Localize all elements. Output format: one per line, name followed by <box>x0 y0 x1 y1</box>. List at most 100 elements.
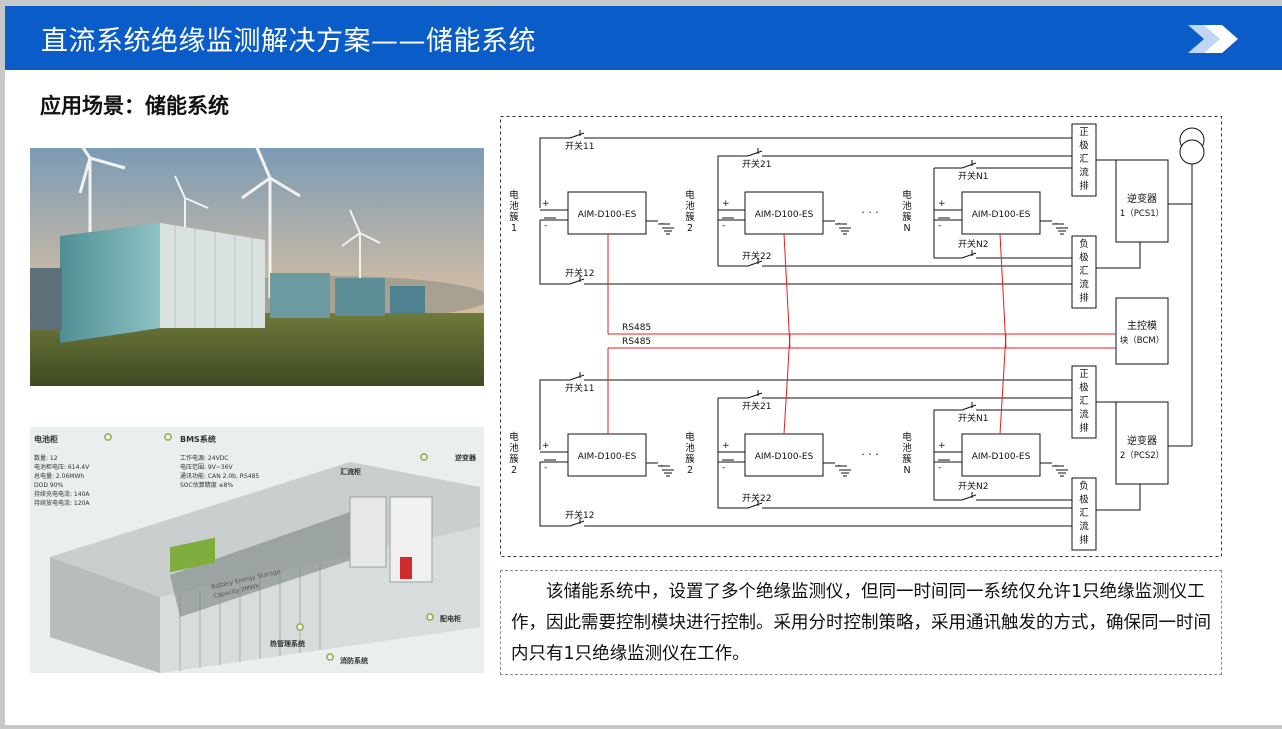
negative-bus-label: 流 <box>1079 521 1089 533</box>
positive-bus-label: 汇 <box>1079 154 1089 165</box>
aim-d100-es-device <box>744 191 824 235</box>
cluster-label: N <box>903 465 910 476</box>
battery-cabinet-line: 数量: 12 <box>34 454 58 462</box>
frame-top <box>0 0 1282 6</box>
cluster-label: 2 <box>511 465 517 476</box>
battery-cabinet-line: 电池柜电压: 614.4V <box>34 463 90 471</box>
inverter-label: 逆变器 <box>1127 434 1157 447</box>
bms-line: 电压范围: 9V~36V <box>180 463 234 471</box>
device-label: AIM-D100-ES <box>755 452 814 462</box>
cluster-label: 池 <box>902 442 912 454</box>
rs485-line <box>999 233 1007 349</box>
minus-sign: - <box>544 221 547 231</box>
ground-symbol-icon <box>1052 465 1068 477</box>
description-text: 该储能系统中，设置了多个绝缘监测仪，但同一时间同一系统仅允许1只绝缘监测仪工作，… <box>511 582 1211 664</box>
switch-label: 开关22 <box>742 492 771 504</box>
battery-cabinet-line: DOD 90% <box>34 482 64 489</box>
callout-combiner: 汇流柜 <box>340 467 361 476</box>
plus-sign: + <box>542 441 550 451</box>
bms-line: SOC估算精度 ≤8% <box>180 481 233 489</box>
transformer-symbol-icon <box>1179 139 1205 165</box>
cluster-label: 电 <box>509 431 519 443</box>
callout-fire: 消防系统 <box>340 656 368 665</box>
positive-bus-label: 流 <box>1079 167 1089 179</box>
positive-bus-label: 正 <box>1079 127 1089 138</box>
ground-symbol-icon <box>658 465 674 477</box>
cluster-label: 池 <box>902 200 912 212</box>
controller-bcm-box <box>1115 297 1169 365</box>
switch-blade <box>569 374 585 381</box>
title-bar: 直流系统绝缘监测解决方案——储能系统 <box>5 6 1282 70</box>
cluster-label: 电 <box>685 189 695 201</box>
cluster-label: 池 <box>509 442 519 454</box>
device-label: AIM-D100-ES <box>972 452 1031 462</box>
section-subtitle: 应用场景：储能系统 <box>40 94 229 118</box>
wire-segment <box>539 137 570 206</box>
inverter-box <box>1115 401 1169 485</box>
negative-bus-label: 汇 <box>1079 266 1089 277</box>
cluster-label: 2 <box>687 465 693 476</box>
battery-cabinet-line: 持续充电电流: 140A <box>34 490 90 498</box>
negative-bus-label: 负 <box>1079 480 1089 492</box>
device-label: AIM-D100-ES <box>972 210 1031 220</box>
cluster-label: 电 <box>902 431 912 443</box>
cluster-label: 簇 <box>509 211 519 223</box>
cluster-label: 簇 <box>685 211 695 223</box>
callout-distribution: 配电柜 <box>440 614 461 623</box>
cluster-label: 簇 <box>509 453 519 465</box>
negative-bus-label: 负 <box>1079 238 1089 250</box>
switch-blade <box>961 494 977 501</box>
wiring-diagram-svg: 开关11开关12电池簇1+-AIM-D100-ES电池簇2开关21开关22+-A… <box>500 116 1222 557</box>
plus-sign: + <box>938 441 946 451</box>
cutaway-drawing: 电池柜 数量: 12 电池柜电压: 614.4V 总电量: 2.06MWh DO… <box>30 427 484 673</box>
cluster-label: N <box>903 223 910 234</box>
wire-segment <box>1096 242 1141 269</box>
scene-photo-drawing <box>30 148 484 386</box>
plus-sign: + <box>938 199 946 209</box>
negative-bus-bar <box>1071 235 1097 309</box>
switch-label: 开关22 <box>742 250 771 262</box>
frame-bottom <box>0 725 1282 729</box>
switch-label: 开关21 <box>742 158 771 170</box>
bms-line: 通讯功能: CAN 2.0b, RS485 <box>180 472 259 480</box>
minus-sign: - <box>544 463 547 473</box>
cluster-label: 1 <box>511 223 517 234</box>
bms-title: BMS系统 <box>180 434 216 444</box>
negative-bus-label: 流 <box>1079 279 1089 291</box>
description-box: 该储能系统中，设置了多个绝缘监测仪，但同一时间同一系统仅允许1只绝缘监测仪工作，… <box>500 570 1222 675</box>
double-chevron-right-icon <box>1188 25 1238 53</box>
ground-symbol-icon <box>835 223 851 235</box>
switch-blade <box>747 260 763 267</box>
aim-d100-es-device <box>961 191 1041 235</box>
positive-bus-label: 排 <box>1079 422 1089 434</box>
battery-cabinet-line: 总电量: 2.06MWh <box>34 472 84 480</box>
cluster-label: 电 <box>902 189 912 201</box>
positive-bus-label: 极 <box>1079 140 1089 152</box>
switch-blade <box>747 502 763 509</box>
negative-bus-label: 极 <box>1079 494 1089 506</box>
bms-line: 工作电源: 24VDC <box>180 454 228 462</box>
plus-sign: + <box>722 441 730 451</box>
battery-cabinet-line: 持续放电电流: 120A <box>34 499 90 507</box>
switch-label: 开关12 <box>565 509 594 521</box>
switch-blade <box>747 150 763 157</box>
cluster-label: 簇 <box>902 453 912 465</box>
switch-blade <box>961 162 977 169</box>
switch-label: 开关11 <box>565 382 594 394</box>
switch-label: 开关N1 <box>958 170 988 182</box>
positive-bus-label: 排 <box>1079 180 1089 192</box>
plus-sign: + <box>542 199 550 209</box>
positive-bus-bar <box>1071 123 1097 197</box>
minus-sign: - <box>722 463 725 473</box>
scene-photo <box>30 148 484 386</box>
switch-label: 开关N1 <box>958 412 988 424</box>
negative-bus-label: 极 <box>1079 252 1089 264</box>
device-label: AIM-D100-ES <box>578 210 637 220</box>
battery-cabinet-title: 电池柜 <box>34 434 58 444</box>
cluster-label: 簇 <box>685 453 695 465</box>
switch-label: 开关11 <box>565 140 594 152</box>
device-label: AIM-D100-ES <box>578 452 637 462</box>
inverter-label: 2（PCS2） <box>1120 450 1164 461</box>
cluster-label: 池 <box>509 200 519 212</box>
switch-blade <box>961 404 977 411</box>
